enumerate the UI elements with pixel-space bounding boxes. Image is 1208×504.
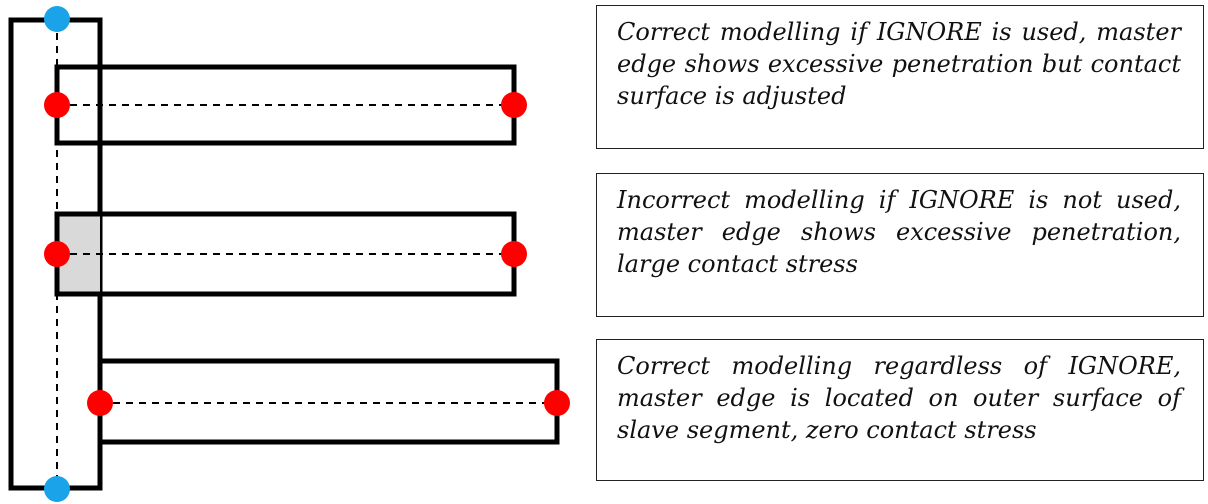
contact-diagram <box>8 6 570 502</box>
master-node-3-right <box>544 390 570 416</box>
master-node-1-right <box>501 92 527 118</box>
note-text: Correct modelling if IGNORE is used, mas… <box>617 18 1181 111</box>
note-correct-ignore-used: Correct modelling if IGNORE is used, mas… <box>596 5 1204 149</box>
note-incorrect-ignore-not-used: Incorrect modelling if IGNORE is not use… <box>596 173 1204 317</box>
master-node-2-right <box>501 241 527 267</box>
master-node-2-left <box>44 241 70 267</box>
slave-node-top <box>44 6 70 32</box>
note-correct-regardless: Correct modelling regardless of IGNORE, … <box>596 339 1204 481</box>
note-text: Incorrect modelling if IGNORE is not use… <box>617 186 1181 279</box>
slave-node-bottom <box>44 476 70 502</box>
note-text: Correct modelling regardless of IGNORE, … <box>617 352 1181 445</box>
master-node-1-left <box>44 92 70 118</box>
master-segment-3 <box>97 358 560 445</box>
master-node-3-left <box>87 390 113 416</box>
